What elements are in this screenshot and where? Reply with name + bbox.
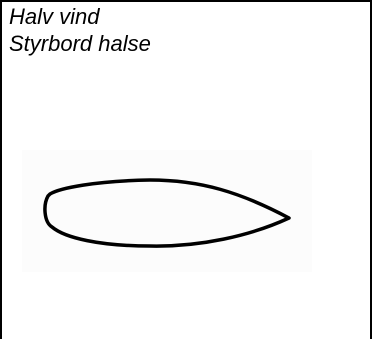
boat-hull-outline [45, 180, 289, 246]
